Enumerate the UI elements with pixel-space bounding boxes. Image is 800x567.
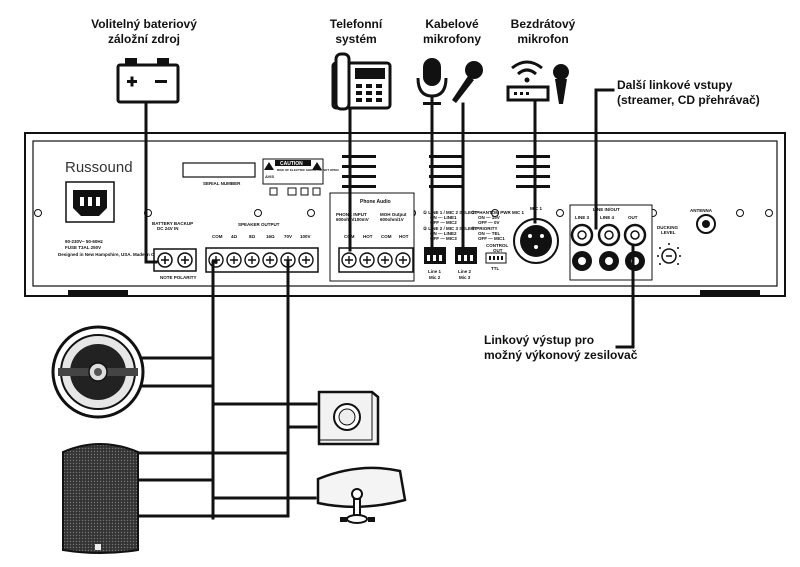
handheld-microphone-icon	[452, 61, 483, 103]
speaker-term-8ohm: 8Ω	[249, 234, 256, 239]
control-label: CONTROL	[486, 243, 508, 248]
phantom-on: ON — 15V	[478, 215, 500, 220]
box-speaker-icon	[317, 390, 380, 446]
line2-label: Line 2	[458, 269, 472, 274]
line1-label: Line 1	[428, 269, 442, 274]
phone-term-hot-2: HOT	[399, 234, 409, 239]
ducking-label-1: DUCKING	[657, 225, 678, 230]
wireless-receiver-icon	[506, 60, 550, 102]
power-inlet	[65, 181, 115, 223]
antenna-label: ANTENNA	[690, 208, 713, 213]
note-polarity-label: NOTE POLARITY	[160, 275, 197, 280]
horn-speaker-icon	[316, 466, 407, 524]
speaker-term-com: COM	[212, 234, 223, 239]
speaker-term-4ohm: 4Ω	[231, 234, 238, 239]
speaker-term-70v: 70V	[284, 234, 292, 239]
caution-label: CAUTION RISK OF ELECTRIC SHOCK DO NOT OP…	[262, 158, 339, 185]
speaker-term-16ohm: 16Ω	[266, 234, 275, 239]
line-inputs-callout-line-2: (streamer, CD přehrávač)	[617, 93, 760, 107]
control-out-label: OUT	[493, 248, 503, 253]
phone-audio-label: Phone Audio	[360, 199, 391, 205]
wireless-mic-callout: Bezdrátový mikrofon	[508, 17, 578, 47]
moh-output-label: MOH Output	[380, 212, 407, 217]
wireless-microphone-icon	[553, 64, 569, 104]
control-ttl-label: TTL	[491, 266, 499, 271]
antenna-connector: ANTENNA	[690, 208, 716, 234]
serial-number-box	[182, 162, 256, 178]
power-rating-line-1: 90-230V~ 50-60Hz	[65, 239, 104, 244]
mic-switch-2-off: OFF — MIC3	[430, 236, 457, 241]
line-inout-label: LINE IN/OUT	[593, 207, 620, 212]
certification-marks	[269, 187, 321, 196]
wired-mics-callout-line-2: mikrofony	[422, 32, 481, 46]
mic-switch-section: ① LINE 1 / MIC 2 SELECT ON — LINE1 OFF —…	[423, 210, 524, 271]
line-inputs-callout-line-1: Další linkové vstupy	[617, 78, 733, 92]
power-rating-line-2: FUSE T3AL 250V	[65, 245, 101, 250]
dynamic-microphone-icon	[416, 58, 448, 105]
battery-dc-label: DC 24V IN	[157, 226, 179, 231]
phone-callout-line-1: Telefonní	[329, 17, 383, 31]
priority-title: ④ PRIORITY	[471, 226, 498, 231]
line3-label: LINE 3	[575, 215, 590, 220]
phone-audio-section: Phone Audio PHONE INPUT 600ohm/100mV MOH…	[329, 192, 415, 282]
amplifier-back-panel: Russound 90-230V~ 50-60Hz FUSE T3AL 250V…	[24, 132, 786, 297]
moh-output-spec: 600ohm/1V	[380, 217, 404, 222]
wireless-mic-callout-line-1: Bezdrátový	[510, 17, 576, 31]
battery-icon	[116, 58, 180, 104]
wireless-mic-callout-line-2: mikrofon	[517, 32, 569, 46]
avis-text: AVIS	[265, 174, 274, 179]
line-output-callout-line-2: možný výkonový zesilovač	[484, 348, 638, 362]
priority-on: ON — TEL	[478, 231, 501, 236]
mic2-label: Mic 2	[429, 275, 441, 280]
battery-callout: Volitelný bateriový záložní zdroj	[90, 17, 198, 47]
phantom-title: ③ PHANTOM PWR MIC 1	[471, 210, 524, 215]
speaker-output-label: SPEAKER OUTPUT	[238, 222, 280, 227]
battery-callout-line-1: Volitelný bateriový	[91, 17, 197, 31]
mic-switch-1-on: ON — LINE1	[430, 215, 457, 220]
mic3-label: Mic 3	[459, 275, 471, 280]
mic-switch-2-title: ② LINE 2 / MIC 3 SELECT	[423, 226, 477, 231]
telephone-icon	[331, 52, 392, 111]
xlr-mic1-input: MIC 1	[513, 206, 559, 264]
mic-switch-2-on: ON — LINE2	[430, 231, 457, 236]
phone-term-com-2: COM	[381, 234, 392, 239]
priority-off: OFF — MIC1	[478, 236, 505, 241]
phantom-off: OFF — 0V	[478, 220, 500, 225]
caution-sub-text: RISK OF ELECTRIC SHOCK DO NOT OPEN	[277, 168, 339, 172]
mic-switch-1-off: OFF — MIC2	[430, 220, 457, 225]
vent-slots	[342, 155, 550, 188]
line4-label: LINE 4	[600, 215, 615, 220]
line-in-out-jacks: LINE IN/OUT LINE 3 LINE 4 OUT	[569, 204, 653, 281]
line-output-callout-line-1: Linkový výstup pro	[484, 333, 595, 347]
out-label: OUT	[628, 215, 638, 220]
phone-term-hot-1: HOT	[363, 234, 373, 239]
mic-line-connectors: Line 1 Mic 2 Line 2 Mic 3	[424, 247, 477, 280]
ducking-level-knob: DUCKING LEVEL	[657, 225, 681, 265]
serial-number-label: SERIAL NUMBER	[203, 181, 241, 186]
line-inputs-callout: Další linkové vstupy (streamer, CD přehr…	[617, 78, 760, 108]
speaker-output-terminals: SPEAKER OUTPUT COM 4Ω 8Ω 16Ω 70V 100V	[205, 222, 319, 273]
battery-callout-line-2: záložní zdroj	[108, 32, 180, 46]
phone-input-spec: 600ohm/100mV	[336, 217, 369, 222]
mic-switch-1-title: ① LINE 1 / MIC 2 SELECT	[423, 210, 477, 215]
phone-input-label: PHONE INPUT	[336, 212, 367, 217]
wall-speaker-icon	[62, 443, 139, 554]
phone-callout: Telefonní systém	[324, 17, 388, 47]
control-dip-switch	[485, 252, 507, 264]
battery-backup-terminal: BATTERY BACKUP DC 24V IN NOTE POLARITY	[152, 221, 197, 280]
rca-jacks	[570, 223, 647, 271]
wired-mics-callout-line-1: Kabelové	[425, 17, 479, 31]
wiring-lines	[136, 88, 635, 520]
speaker-term-100v: 100V	[300, 234, 311, 239]
line-output-callout: Linkový výstup pro možný výkonový zesilo…	[484, 333, 637, 363]
designed-in-text: Designed in New Hampshire, USA. Made in …	[58, 252, 165, 257]
caution-text: CAUTION	[280, 161, 303, 167]
wired-mics-callout: Kabelové mikrofony	[417, 17, 487, 47]
ceiling-speaker-icon	[51, 325, 145, 419]
phone-callout-line-2: systém	[335, 32, 377, 46]
battery-backup-label: BATTERY BACKUP	[152, 221, 193, 226]
brand-name: Russound	[65, 159, 133, 176]
ducking-label-2: LEVEL	[661, 230, 676, 235]
